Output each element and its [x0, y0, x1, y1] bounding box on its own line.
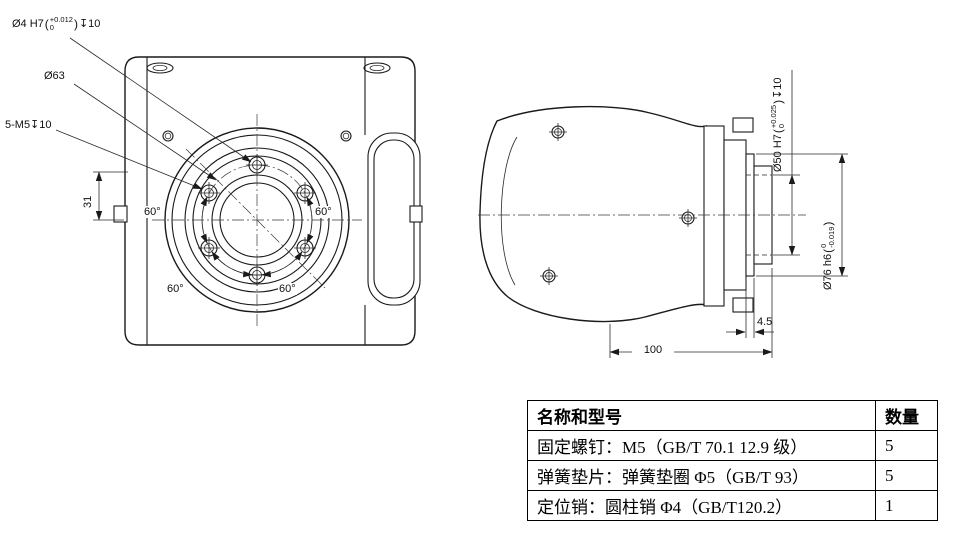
table-row: 弹簧垫片：弹簧垫圈 Φ5（GB/T 93） 5 — [527, 460, 938, 491]
dim-31: 31 — [82, 196, 95, 208]
part-qty-cell: 5 — [875, 430, 938, 461]
dim-pin-hole-label: Ø4 H7 — [12, 17, 44, 30]
paren-open: ( — [770, 129, 785, 134]
dim-flange-76-tolerance: 0 -0.019 — [819, 226, 836, 248]
dim-4-5: 4.5 — [757, 316, 772, 329]
tolerance-lower: 0 — [49, 23, 54, 32]
part-name-cell: 定位销：圆柱销 Φ4（GB/T120.2） — [527, 490, 876, 521]
part-name-cell: 弹簧垫片：弹簧垫圈 Φ5（GB/T 93） — [527, 460, 876, 491]
table-row: 固定螺钉：M5（GB/T 70.1 12.9 级） 5 — [527, 430, 938, 461]
part-name-cell: 固定螺钉：M5（GB/T 70.1 12.9 级） — [527, 430, 876, 461]
parts-table: 名称和型号 数量 固定螺钉：M5（GB/T 70.1 12.9 级） 5 弹簧垫… — [527, 400, 938, 521]
leader-lines — [55, 37, 252, 190]
tolerance-upper: +0.012 — [49, 15, 73, 24]
dim-50-lines — [773, 70, 800, 256]
dim-bore-50: Ø50 H7 ( +0.025 0 ) ↧10 — [769, 77, 786, 172]
angle-label: 60° — [314, 206, 333, 218]
dim-pin-hole: Ø4 H7 ( +0.012 0 ) ↧10 — [12, 16, 100, 32]
part-qty-cell: 1 — [875, 490, 938, 521]
front-view — [55, 37, 423, 346]
tolerance-lower: -0.019 — [827, 226, 836, 248]
dim-pin-hole-tolerance: +0.012 0 — [50, 16, 73, 32]
dim-4-5-label: 4.5 — [757, 316, 773, 328]
part-qty-cell: 5 — [875, 460, 938, 491]
side-screws — [540, 123, 697, 285]
screw-holes — [198, 154, 316, 286]
depth-symbol-value: ↧10 — [771, 77, 784, 99]
paren-close: ) — [820, 221, 835, 226]
angle-label: 60° — [166, 283, 185, 295]
paren-open: ( — [820, 248, 835, 253]
parts-table-header-qty: 数量 — [875, 400, 938, 431]
angle-dimension-arcs — [200, 196, 314, 278]
tolerance-lower: 0 — [777, 123, 786, 129]
parts-table-header-row: 名称和型号 数量 — [527, 400, 938, 431]
dim-screw-spec-label: 5-M5↧10 — [5, 119, 52, 131]
dim-45-lines — [726, 278, 774, 338]
dim-31-lines — [93, 171, 128, 221]
angle-label: 60° — [278, 283, 297, 295]
dim-76-lines — [756, 153, 848, 277]
paren-close: ) — [770, 99, 785, 104]
depth-symbol-value: ↧10 — [78, 17, 101, 30]
paren-close: ) — [73, 16, 78, 31]
parts-table-header-name: 名称和型号 — [527, 400, 876, 431]
dim-31-label: 31 — [82, 195, 94, 208]
dim-screw-spec: 5-M5↧10 — [5, 119, 52, 132]
dim-100: 100 — [632, 344, 674, 356]
table-row: 定位销：圆柱销 Φ4（GB/T120.2） 1 — [527, 490, 938, 521]
side-view — [478, 70, 848, 358]
paren-open: ( — [44, 16, 49, 31]
dim-bore-50-label: Ø50 H7 — [771, 134, 784, 172]
dim-flange-76: Ø76 h6 ( 0 -0.019 ) — [819, 221, 836, 290]
dim-bolt-circle: Ø63 — [44, 70, 65, 83]
angle-label: 60° — [143, 206, 162, 218]
dim-flange-76-label: Ø76 h6 — [821, 253, 834, 290]
dim-bore-50-tolerance: +0.025 0 — [769, 105, 786, 129]
dim-bolt-circle-label: Ø63 — [44, 70, 65, 82]
